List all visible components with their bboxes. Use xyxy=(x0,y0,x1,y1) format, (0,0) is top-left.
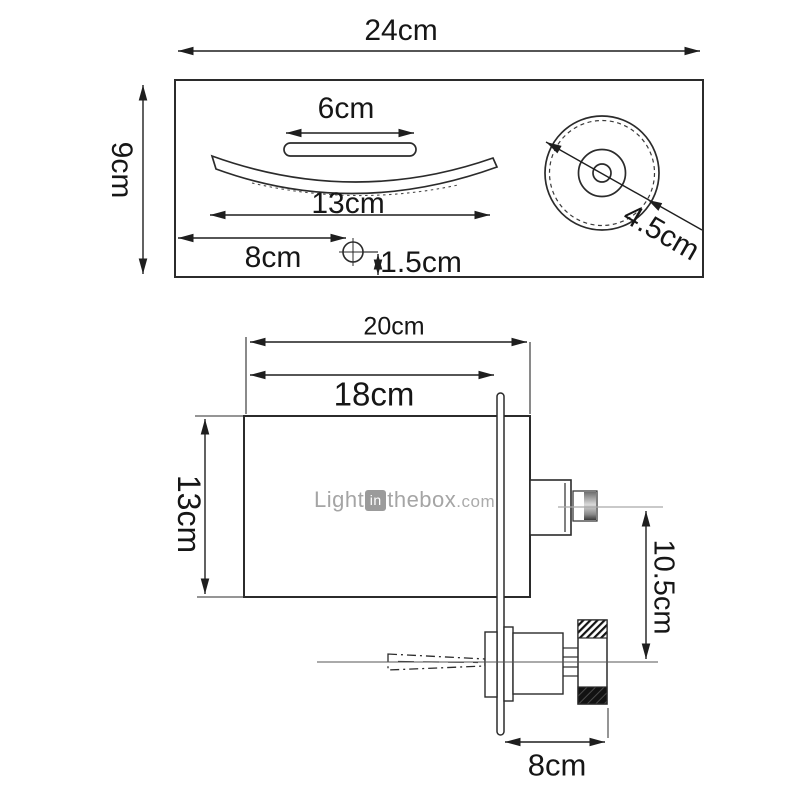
dim-label-13cm-side: 13cm xyxy=(171,474,207,554)
handle-circle-outer xyxy=(544,115,660,231)
dim-label-18cm: 18cm xyxy=(333,375,415,413)
watermark-in-badge: in xyxy=(365,489,387,511)
dimension-arrow-4-5cm-inner xyxy=(648,200,663,211)
watermark-word3: .com xyxy=(456,492,496,511)
spout-curve-hidden-edge xyxy=(251,182,459,197)
mounting-plate xyxy=(496,392,505,736)
dim-label-24cm: 24cm xyxy=(364,14,438,47)
watermark-word2: thebox xyxy=(387,487,457,512)
dim-label-6cm: 6cm xyxy=(317,92,375,125)
spout-nozzle-shading xyxy=(584,492,596,520)
knurled-knob-bottom-band xyxy=(577,686,608,705)
dim-label-10-5cm: 10.5cm xyxy=(647,539,680,635)
dim-label-8cm-top: 8cm xyxy=(244,241,302,274)
valve-cartridge-body xyxy=(512,632,564,695)
slot-cutout xyxy=(283,142,417,157)
dim-label-13cm-top: 13cm xyxy=(311,187,385,220)
handle-circle-ring xyxy=(548,119,656,227)
handle-circle-middle xyxy=(577,148,627,198)
dimension-line-4-5cm xyxy=(545,141,703,231)
dim-label-8cm-side: 8cm xyxy=(527,747,587,783)
watermark-word1: Light xyxy=(314,487,365,512)
handle-circle-center xyxy=(592,163,612,183)
knurled-knob-top-band xyxy=(577,619,608,639)
valve-flange-left xyxy=(484,631,498,698)
dim-label-9cm: 9cm xyxy=(105,141,138,199)
dim-label-1-5cm: 1.5cm xyxy=(380,246,462,279)
spout-curve xyxy=(210,154,499,195)
valve-stem-threads xyxy=(563,647,578,677)
dim-label-20cm: 20cm xyxy=(363,312,425,341)
valve-washer xyxy=(503,626,514,702)
